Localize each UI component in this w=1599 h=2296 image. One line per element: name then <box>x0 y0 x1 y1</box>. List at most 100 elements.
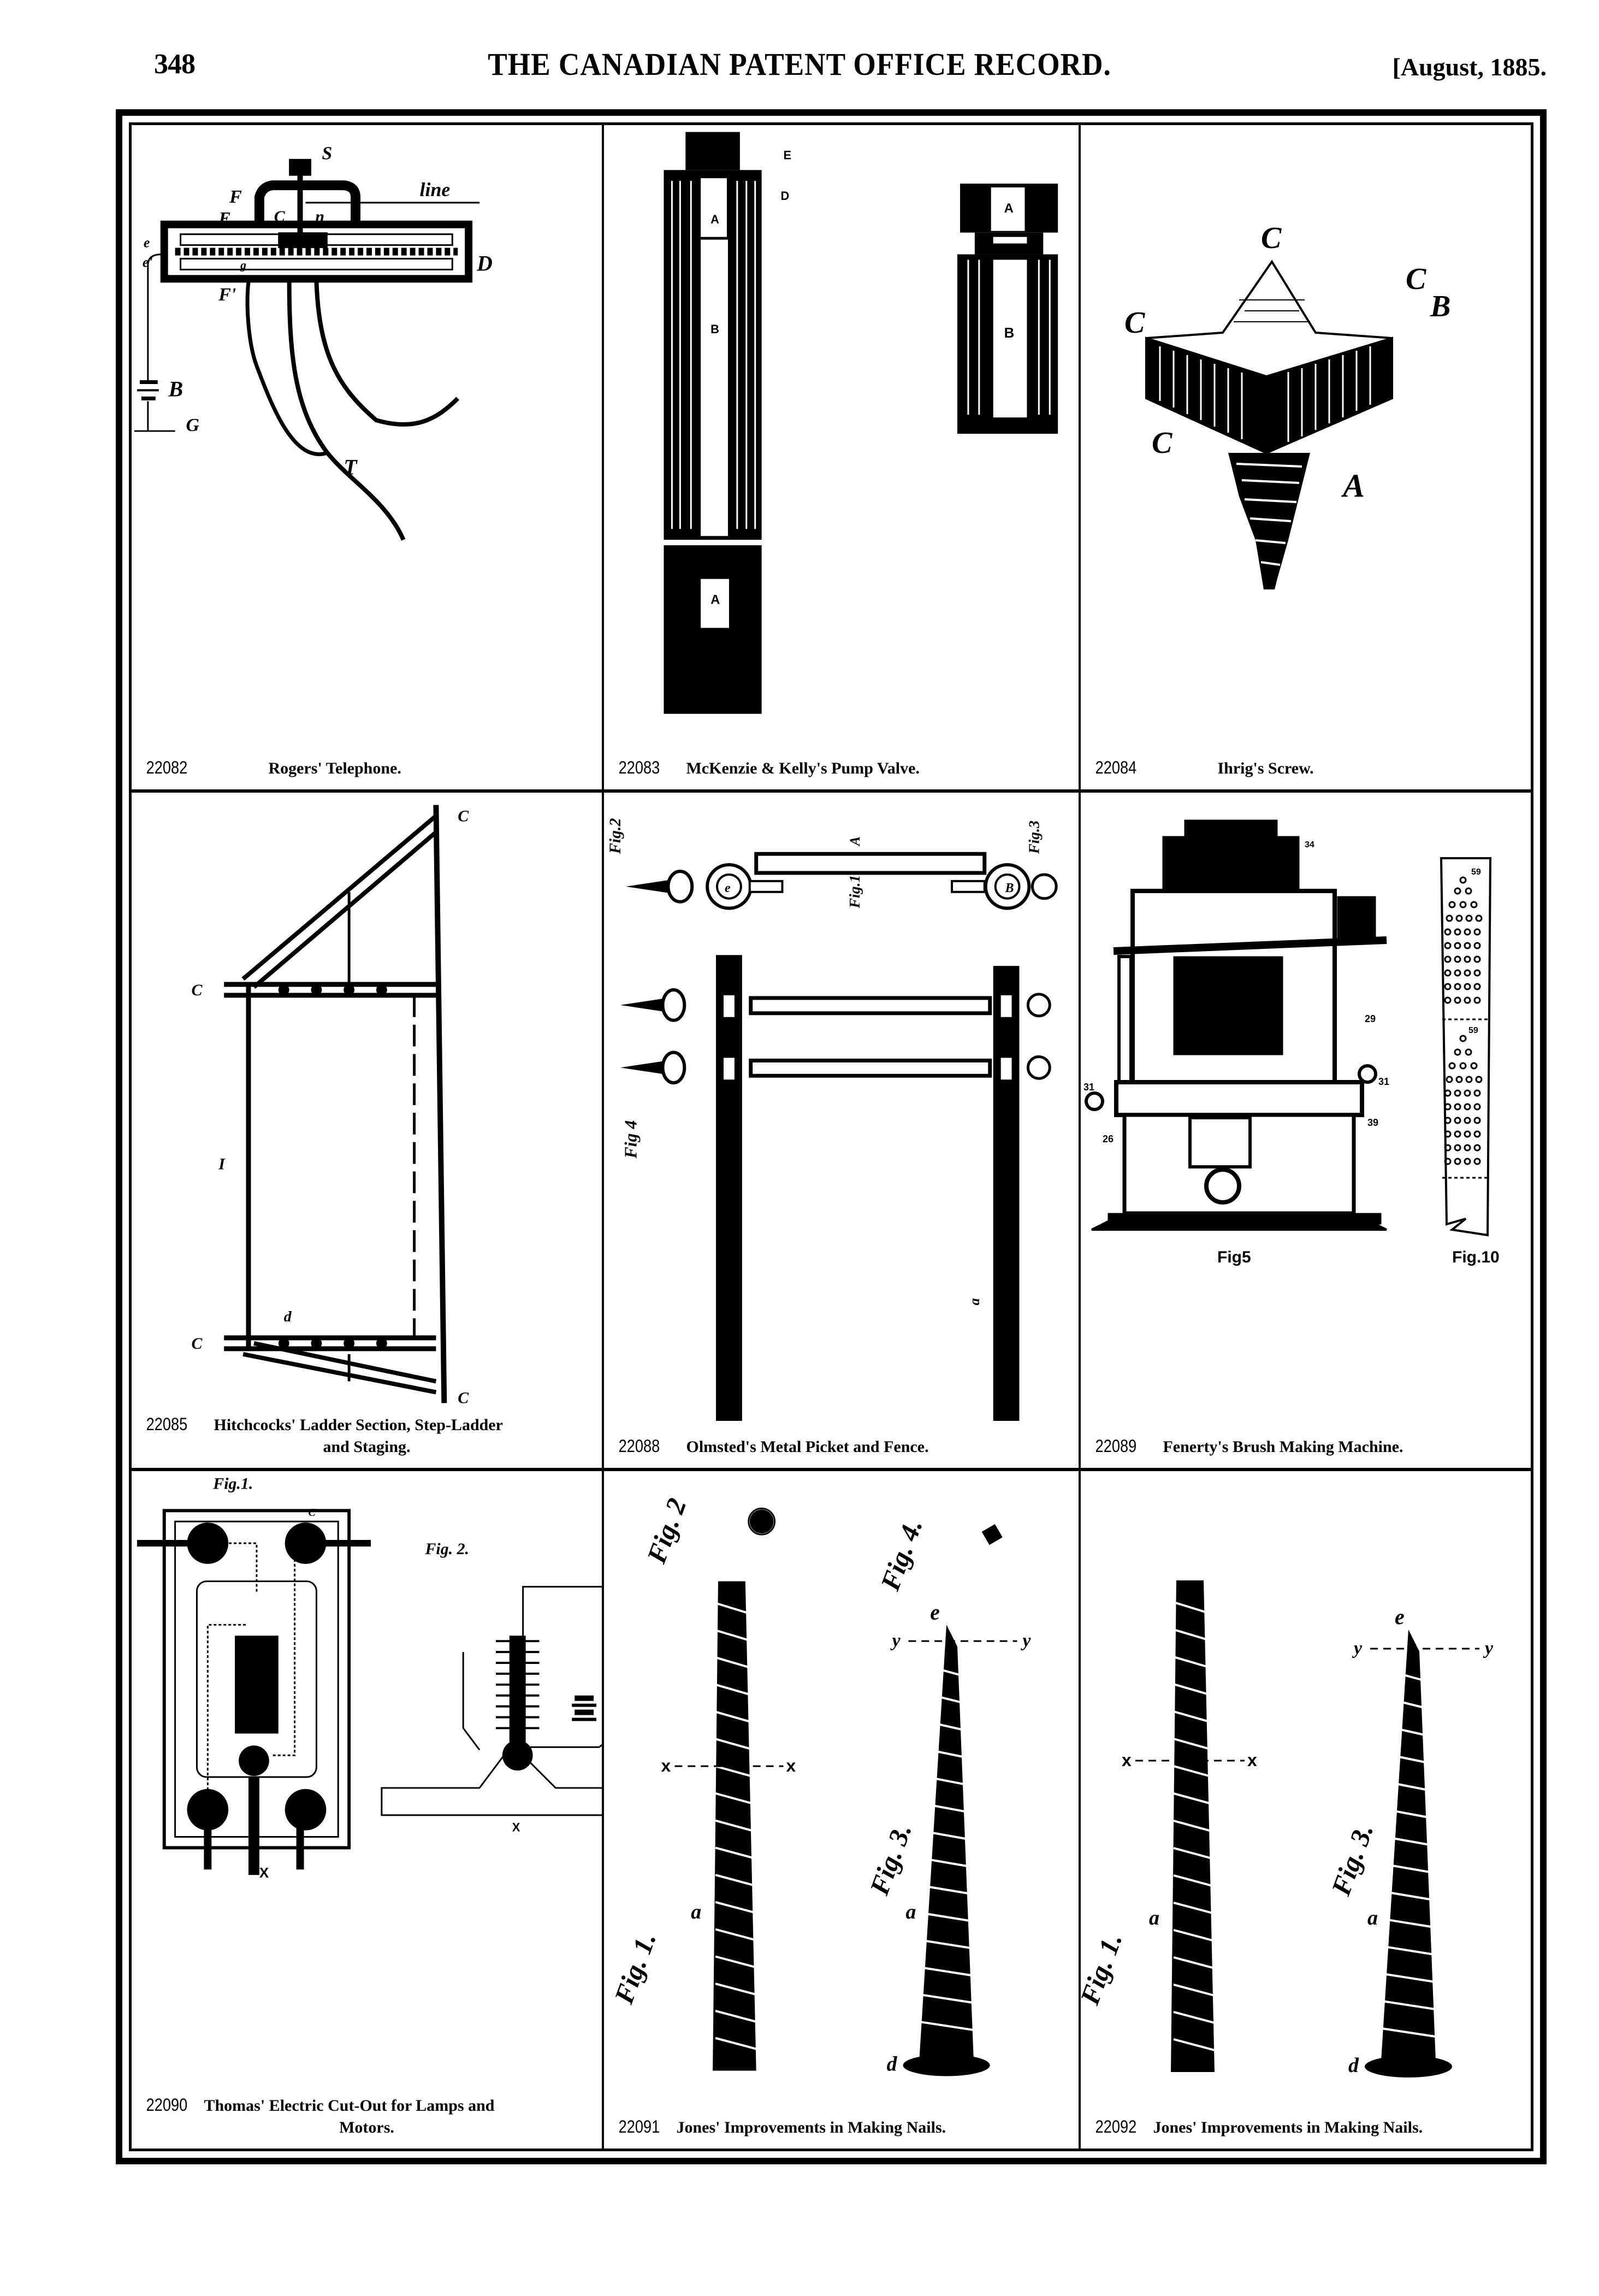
ladder-drawing: C C C C I d <box>191 805 469 1407</box>
label-a-top: A <box>710 213 719 226</box>
page-frame-outer <box>116 109 1547 2164</box>
patent-cell-22082: S line F E C n e e' D F' g B G T 22082 R… <box>132 125 604 793</box>
page-header: 348 THE CANADIAN PATENT OFFICE RECORD. [… <box>0 0 1599 104</box>
patent-caption: 22088 Olmsted's Metal Picket and Fence. <box>615 1435 1068 1458</box>
label-d: D <box>476 251 493 275</box>
label-fig1: Fig. 1. <box>1081 1929 1128 2009</box>
label-a-fig1: a <box>691 1900 701 1923</box>
label-e: e <box>930 1600 940 1624</box>
label-x-fig2: X <box>512 1821 520 1834</box>
label-fig4: Fig. 4. <box>875 1515 928 1595</box>
screw-drawing: C C C B C A <box>1124 221 1450 589</box>
label-fig3: Fig. 3. <box>1325 1820 1379 1900</box>
patent-caption: 22091 Jones' Improvements in Making Nail… <box>615 2116 1068 2139</box>
patent-number: 22083 <box>618 758 660 777</box>
label-b-right: B <box>1004 326 1015 341</box>
label-x-right: x <box>1247 1750 1257 1770</box>
patent-title: Fenerty's Brush Making Machine. <box>1163 1438 1403 1456</box>
patent-number: 22082 <box>146 758 188 777</box>
telephone-drawing: S line F E C n e e' D F' g B G T <box>134 143 493 541</box>
label-a-right: A <box>1004 201 1014 216</box>
label-a-fig1: a <box>1149 1907 1159 1929</box>
nail-fig3 <box>1365 1630 1452 2077</box>
label-31-right: 31 <box>1378 1076 1389 1087</box>
patent-cell-22092: Fig. 1. Fig. 3. x x y y e a a d 22092 Jo… <box>1081 1471 1531 2149</box>
label-c-top: C <box>1261 221 1282 255</box>
label-c-2: C <box>458 807 469 825</box>
issue-date: [August, 1885. <box>1392 53 1547 81</box>
label-y-left: y <box>1352 1638 1363 1658</box>
patent-title: Ihrig's Screw. <box>1217 759 1314 777</box>
page-frame-inner <box>129 122 1533 2151</box>
patent-number: 22085 <box>146 1414 188 1434</box>
label-g-ground: G <box>186 415 200 435</box>
label-a-bottom: A <box>710 593 720 607</box>
pump-valve-drawing: E D A B A A B <box>662 132 1058 714</box>
patent-number: 22089 <box>1095 1436 1137 1456</box>
publication-title: THE CANADIAN PATENT OFFICE RECORD. <box>488 46 1111 82</box>
label-c-4: C <box>458 1389 469 1407</box>
patent-caption: 22085 Hitchcocks' Ladder Section, Step-L… <box>143 1413 591 1458</box>
label-y-right: y <box>1020 1631 1031 1651</box>
label-fig3: Fig. 3. <box>864 1820 917 1899</box>
label-fig1: Fig.1 <box>846 875 863 909</box>
nails-drawing-22092: Fig. 1. Fig. 3. x x y y e a a d <box>1081 1580 1494 2077</box>
electric-cutout-drawing: Fig.1. Fig. 2. C X X <box>137 1474 602 1881</box>
label-a: A <box>847 836 863 847</box>
label-e: E <box>783 148 791 162</box>
card-holes <box>1442 876 1489 1179</box>
label-g: g <box>240 258 246 271</box>
patent-caption: 22083 McKenzie & Kelly's Pump Valve. <box>615 757 1068 780</box>
label-26: 26 <box>1103 1134 1114 1144</box>
label-n: n <box>315 208 324 226</box>
label-e: e <box>725 881 731 895</box>
label-fig2: Fig. 2 <box>641 1494 692 1567</box>
page-number: 348 <box>154 49 196 80</box>
label-x-fig1: X <box>259 1866 269 1881</box>
patent-title: Olmsted's Metal Picket and Fence. <box>686 1438 929 1456</box>
label-59-bottom: 59 <box>1468 1026 1478 1035</box>
label-t: T <box>344 456 358 480</box>
patent-caption: 22092 Jones' Improvements in Making Nail… <box>1092 2116 1520 2139</box>
patent-title: McKenzie & Kelly's Pump Valve. <box>686 759 920 777</box>
patent-caption: 22084 Ihrig's Screw. <box>1092 757 1520 780</box>
brush-machine-drawing: Fig5 Fig.10 31 31 39 59 59 26 29 34 <box>1083 819 1500 1266</box>
patent-caption: 22082 Rogers' Telephone. <box>143 757 591 780</box>
label-b: B <box>1430 290 1450 323</box>
label-c-1: C <box>191 981 203 999</box>
label-d: d <box>1348 2054 1359 2077</box>
patent-cell-22090: Fig.1. Fig. 2. C X X 22090 Thomas' Elect… <box>132 1471 604 2149</box>
label-c: C <box>274 208 286 226</box>
label-a-fig3: a <box>1367 1907 1378 1929</box>
nails-drawing-22091: Fig. 1. Fig. 2 Fig. 3. Fig. 4. x x y y e… <box>608 1494 1031 2076</box>
label-e: e <box>1395 1604 1405 1629</box>
patent-caption: 22090 Thomas' Electric Cut-Out for Lamps… <box>143 2094 591 2139</box>
patent-title: Hitchcocks' Ladder Section, Step-Ladder <box>214 1416 503 1434</box>
label-29: 29 <box>1365 1013 1376 1024</box>
label-d: d <box>284 1308 292 1325</box>
patent-number: 22092 <box>1095 2117 1137 2136</box>
label-d: d <box>887 2053 898 2076</box>
label-i: I <box>218 1155 226 1173</box>
label-b: B <box>168 377 183 401</box>
patent-number: 22084 <box>1095 758 1137 777</box>
label-fig10: Fig.10 <box>1452 1248 1500 1266</box>
label-e-small: e <box>144 235 150 251</box>
label-x-left: x <box>661 1756 671 1775</box>
label-fig1: Fig. 1. <box>608 1928 662 2008</box>
patent-cell-22085: C C C C I d 22085 Hitchcocks' Ladder Sec… <box>132 793 604 1471</box>
label-fig5: Fig5 <box>1217 1248 1251 1266</box>
label-39: 39 <box>1367 1117 1378 1128</box>
label-d: D <box>781 189 790 203</box>
label-a: A <box>1341 468 1365 504</box>
patent-number: 22090 <box>146 2095 188 2115</box>
label-f: F <box>229 187 242 207</box>
patent-title: Jones' Improvements in Making Nails. <box>676 2118 946 2136</box>
patent-title-line2: and Staging. <box>323 1438 411 1456</box>
nail-fig3 <box>903 1625 990 2076</box>
label-y-right: y <box>1483 1638 1494 1658</box>
label-c-left: C <box>1124 306 1145 340</box>
patent-number: 22088 <box>618 1436 660 1456</box>
patent-cell-22084: C C C B C A 22084 Ihrig's Screw. <box>1081 125 1531 793</box>
label-line: line <box>420 179 451 200</box>
